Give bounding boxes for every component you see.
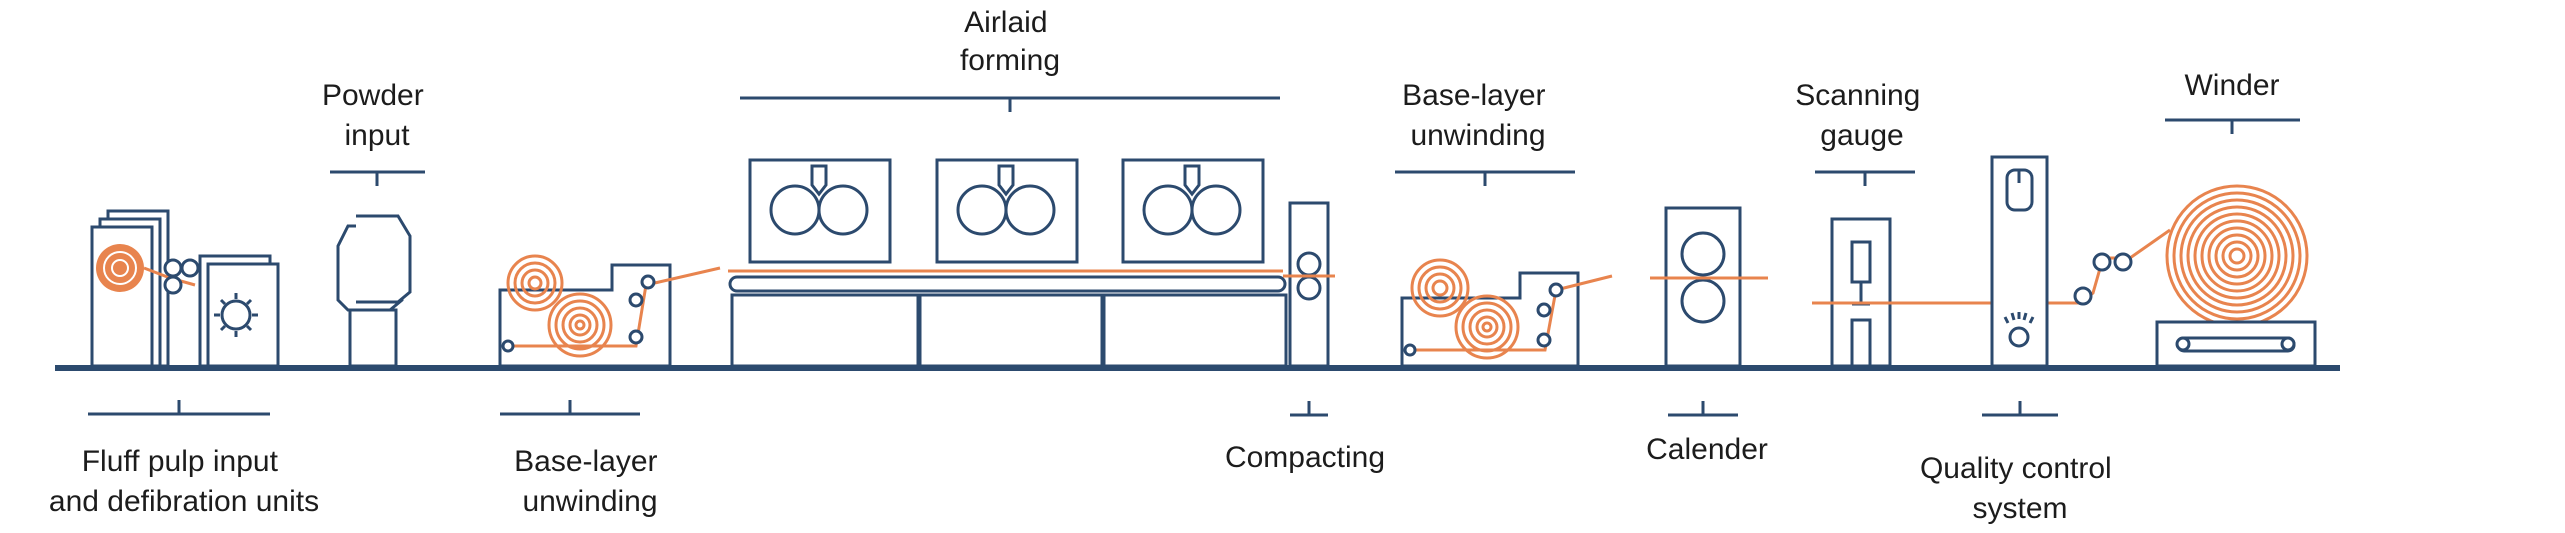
quality-control-unit xyxy=(1982,155,2058,417)
airlaid-forming-unit xyxy=(728,96,1288,368)
label-calender: Calender xyxy=(1646,433,1768,466)
calender-unit xyxy=(1650,206,1768,417)
compacting-unit xyxy=(1283,201,1335,417)
forming-head-2 xyxy=(935,158,1079,264)
winder-unit xyxy=(2073,118,2317,368)
forming-conveyor-belt xyxy=(728,269,1287,293)
sensor-icon xyxy=(2003,312,2035,348)
label-winder: Winder xyxy=(2184,69,2279,102)
forming-head-3 xyxy=(1121,158,1265,264)
forming-head-1 xyxy=(748,158,892,264)
label-airlaid-forming: Airlaid forming xyxy=(960,6,1060,77)
label-base-layer-unwinding-top: Base-layer unwinding xyxy=(1402,79,1554,152)
base-layer-unwinding-unit-1 xyxy=(498,254,721,416)
label-compacting: Compacting xyxy=(1225,441,1385,474)
base-layer-unwinding-unit-2 xyxy=(1395,170,1613,368)
powder-input-unit xyxy=(330,170,425,368)
label-powder-input: Powder input xyxy=(322,79,432,152)
label-quality-control: Quality control system xyxy=(1920,452,2120,525)
label-scanning-gauge: Scanning gauge xyxy=(1795,79,1928,152)
base-layer-roll-icon xyxy=(506,254,564,312)
base-layer-roll-icon xyxy=(1410,258,1470,318)
base-layer-roll-icon xyxy=(547,292,613,358)
defibration-rotor-icon xyxy=(214,293,258,337)
fluff-pulp-defibration-unit xyxy=(88,209,280,416)
winder-roll-icon xyxy=(2165,184,2309,328)
label-fluff-pulp: Fluff pulp input and defibration units xyxy=(49,445,319,518)
pulp-roll-icon xyxy=(96,244,144,292)
label-base-layer-unwinding-bottom: Base-layer unwinding xyxy=(514,445,666,518)
scanning-gauge-unit xyxy=(1812,170,2080,368)
